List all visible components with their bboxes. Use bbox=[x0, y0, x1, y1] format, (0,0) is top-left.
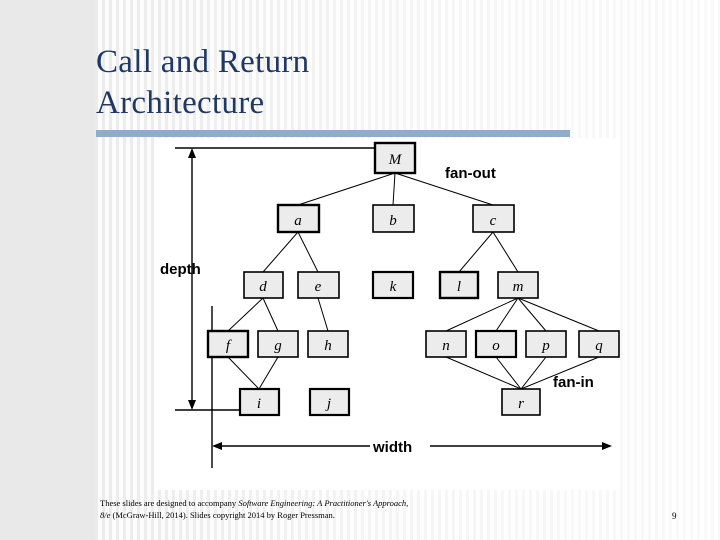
node-b: b bbox=[372, 204, 415, 233]
node-label: h bbox=[324, 338, 332, 354]
node-M: M bbox=[373, 141, 417, 175]
page-title: Call and Return Architecture bbox=[96, 42, 566, 124]
node-label: o bbox=[492, 338, 500, 354]
node-label: n bbox=[442, 338, 450, 354]
node-g: g bbox=[257, 330, 299, 358]
diagram-panel: depth width bbox=[155, 138, 620, 490]
node-label: g bbox=[274, 338, 282, 354]
footer-edition: 8/e bbox=[100, 509, 111, 520]
node-j: j bbox=[308, 387, 351, 417]
node-e: e bbox=[297, 271, 340, 299]
node-label: q bbox=[595, 338, 603, 354]
node-p: p bbox=[525, 330, 567, 358]
node-label: M bbox=[388, 152, 403, 168]
footer-credit: These slides are designed to accompany S… bbox=[100, 498, 540, 521]
node-label: l bbox=[457, 279, 461, 295]
node-n: n bbox=[425, 330, 467, 358]
architecture-diagram: depth width bbox=[160, 141, 620, 468]
page-number: 9 bbox=[672, 511, 677, 521]
footer-line1-prefix: These slides are designed to accompany bbox=[100, 498, 239, 508]
node-label: d bbox=[259, 279, 267, 295]
node-label: p bbox=[541, 338, 550, 354]
node-h: h bbox=[307, 330, 349, 358]
page-title-line-2: Architecture bbox=[96, 85, 265, 121]
depth-label: depth bbox=[160, 261, 201, 278]
fan-out-label: fan-out bbox=[445, 165, 496, 182]
node-label: b bbox=[389, 213, 397, 229]
node-l: l bbox=[438, 270, 480, 300]
footer-book-title: Software Engineering: A Practitioner's A… bbox=[238, 498, 409, 508]
title-underline-bar bbox=[96, 130, 570, 137]
page-title-line-1: Call and Return bbox=[96, 44, 310, 80]
node-a: a bbox=[276, 203, 321, 234]
node-k: k bbox=[371, 270, 415, 300]
node-label: f bbox=[226, 338, 232, 354]
width-axis: width bbox=[211, 306, 612, 468]
node-f: f bbox=[206, 329, 250, 359]
node-c: c bbox=[472, 204, 515, 233]
node-m: m bbox=[497, 271, 539, 299]
node-label: r bbox=[518, 396, 524, 412]
node-label: c bbox=[490, 213, 497, 229]
node-o: o bbox=[474, 329, 518, 359]
node-label: j bbox=[325, 396, 331, 412]
node-label: e bbox=[315, 279, 322, 295]
node-i: i bbox=[238, 387, 281, 417]
node-label: a bbox=[294, 213, 302, 229]
tree-edges bbox=[227, 172, 600, 390]
node-r: r bbox=[501, 388, 541, 416]
fan-in-label: fan-in bbox=[553, 374, 594, 391]
width-label: width bbox=[372, 439, 412, 456]
node-d: d bbox=[243, 271, 284, 299]
node-label: m bbox=[513, 279, 524, 295]
node-q: q bbox=[578, 330, 620, 358]
footer-line2-rest: (McGraw-Hill, 2014). Slides copyright 20… bbox=[110, 509, 335, 520]
node-label: i bbox=[257, 396, 261, 412]
node-label: k bbox=[390, 279, 397, 295]
